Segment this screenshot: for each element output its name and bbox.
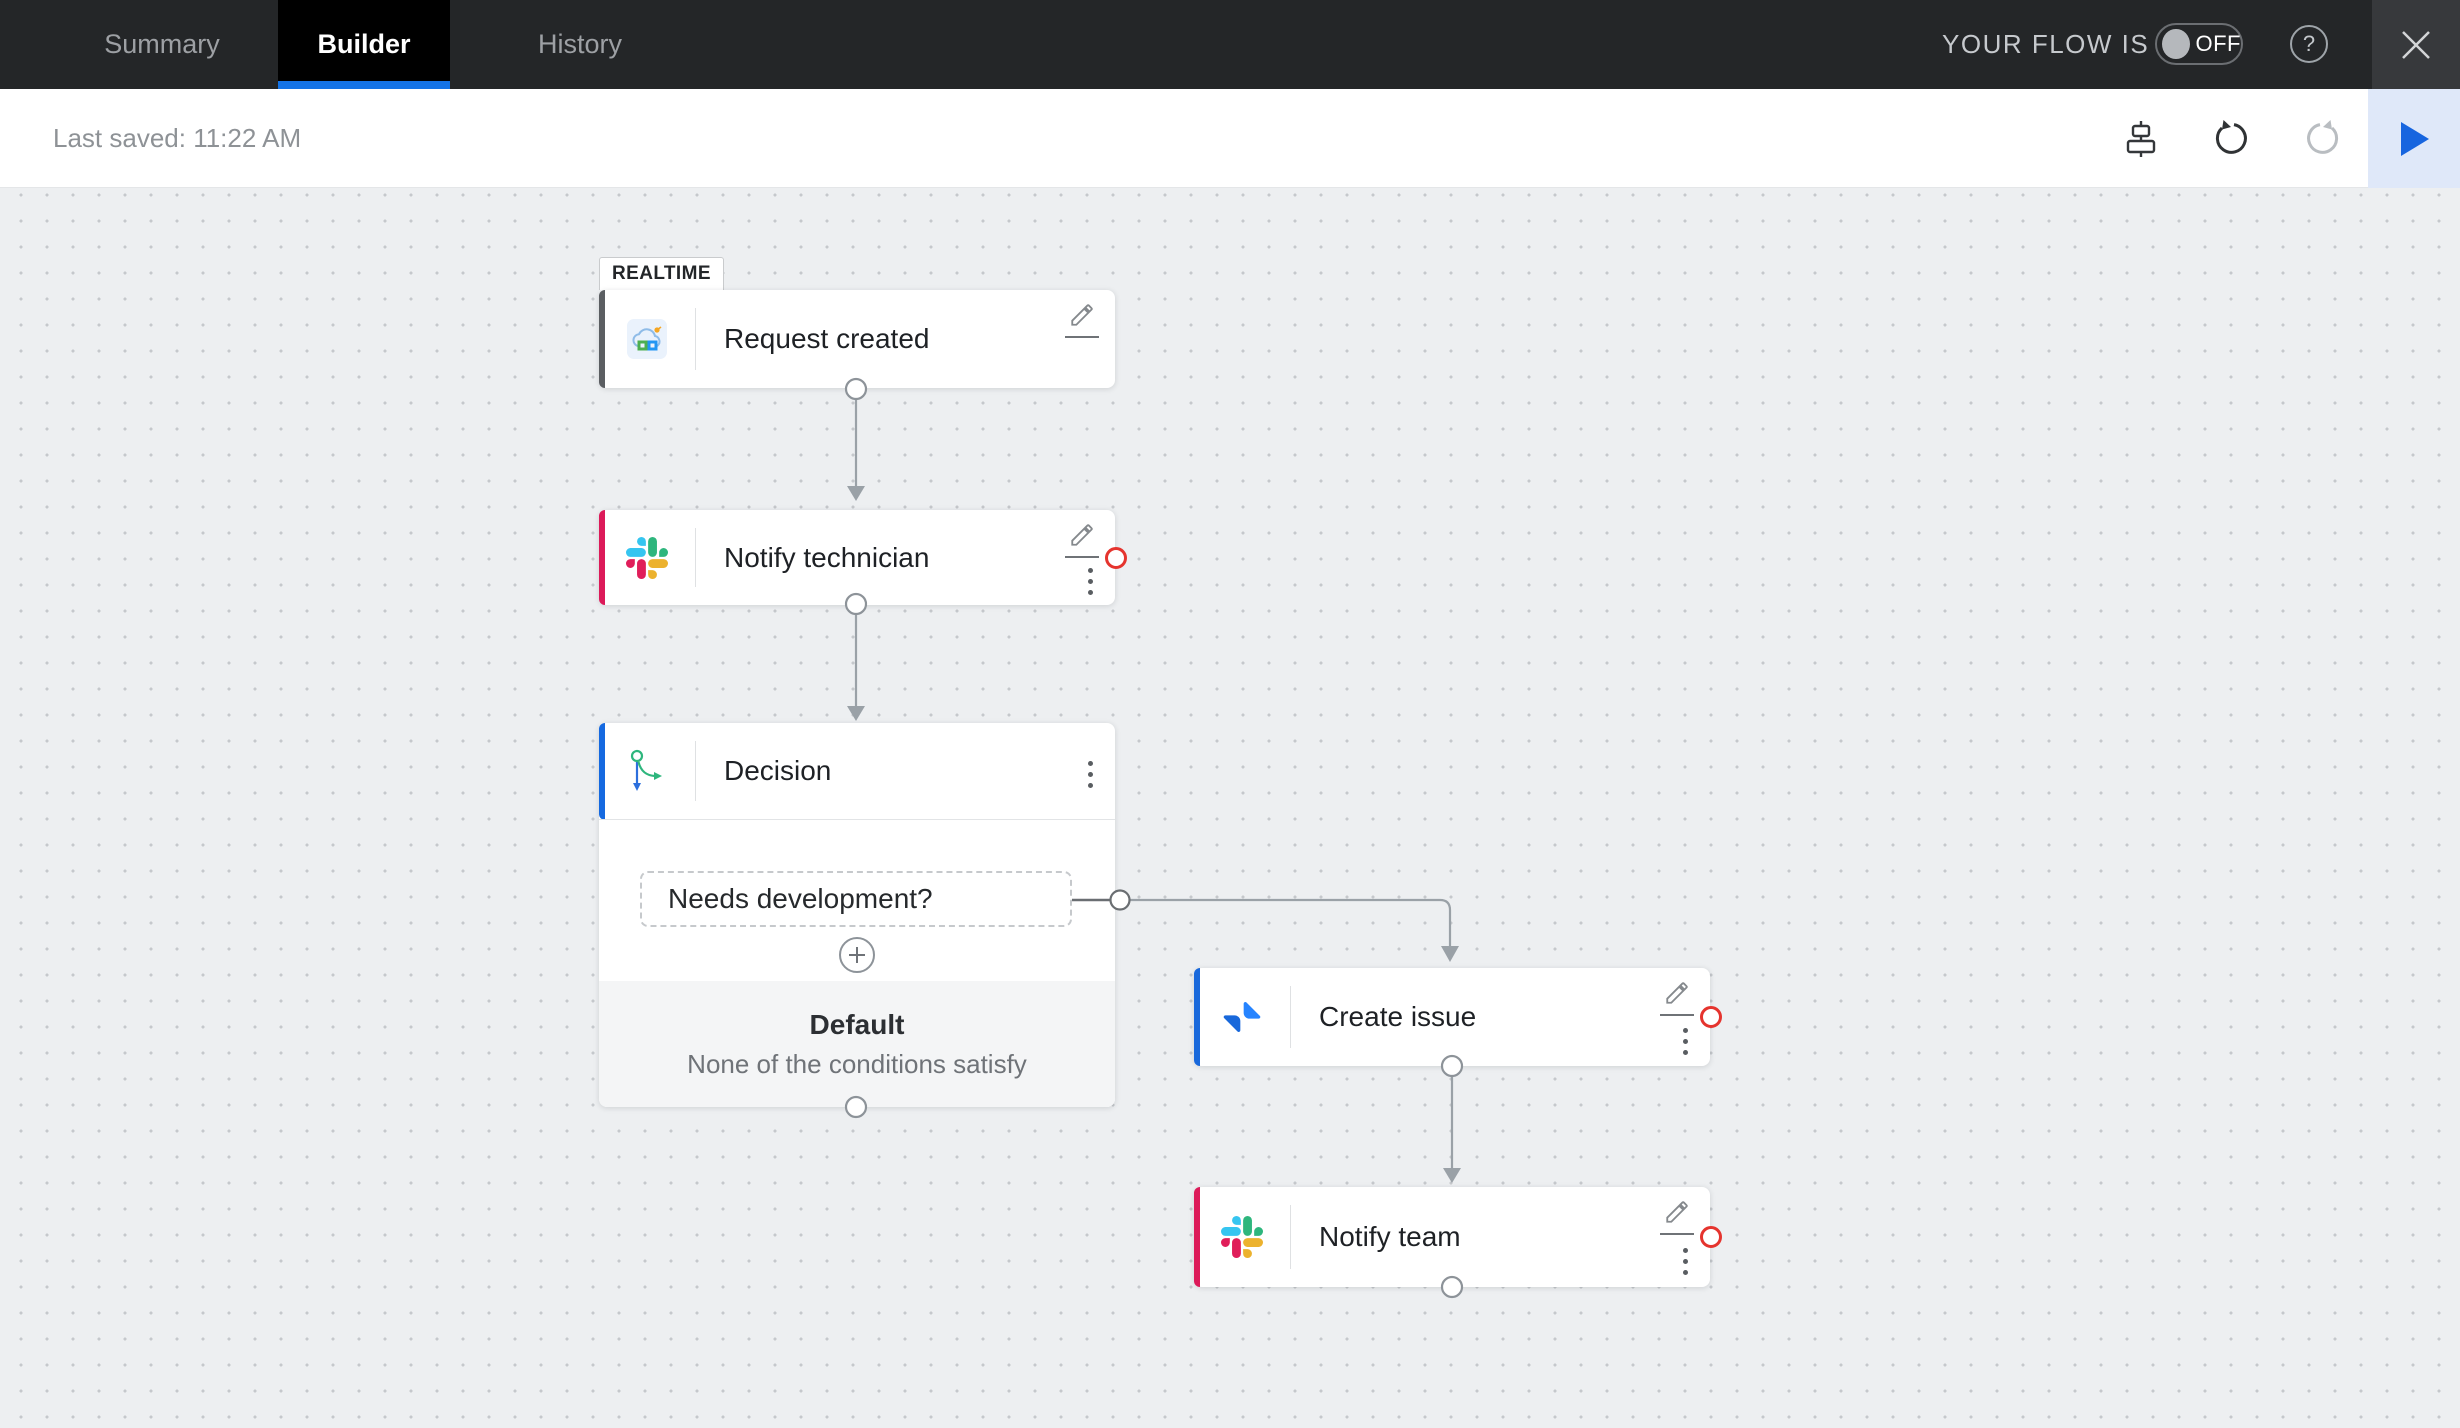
last-saved-label: Last saved: 11:22 AM xyxy=(53,123,302,153)
flow-toggle[interactable]: OFF xyxy=(2155,23,2243,65)
node-menu-button[interactable] xyxy=(1088,761,1093,788)
node-menu-button[interactable] xyxy=(1088,568,1093,595)
error-indicator xyxy=(1105,546,1127,569)
default-branch[interactable]: Default None of the conditions satisfy xyxy=(599,981,1115,1107)
flow-status-label: YOUR FLOW IS xyxy=(1942,29,2150,59)
divider xyxy=(695,308,696,370)
edit-underline xyxy=(1065,556,1099,558)
servicedesk-cloud-icon xyxy=(627,319,667,359)
play-icon xyxy=(2401,121,2429,156)
toggle-state-label: OFF xyxy=(2195,31,2241,56)
arrange-layout-button[interactable] xyxy=(2115,89,2167,188)
slack-accent-bar xyxy=(1194,1187,1200,1287)
node-request-created[interactable]: Request created xyxy=(599,290,1115,388)
edit-underline xyxy=(1660,1233,1694,1235)
app-header: Summary Builder History YOUR FLOW IS OFF… xyxy=(0,0,2460,89)
edit-underline xyxy=(1660,1014,1694,1016)
edit-action-button[interactable] xyxy=(1660,980,1694,1016)
tab-builder[interactable]: Builder xyxy=(278,0,450,89)
node-notify-team[interactable]: Notify team xyxy=(1194,1187,1722,1287)
question-icon: ? xyxy=(2302,31,2316,56)
slack-icon xyxy=(1221,1216,1263,1258)
toggle-knob-icon xyxy=(2162,29,2190,59)
error-indicator xyxy=(1700,1006,1722,1028)
decision-icon xyxy=(630,749,662,791)
trigger-accent-bar xyxy=(599,290,605,388)
undo-icon xyxy=(2215,119,2247,154)
slack-accent-bar xyxy=(599,510,605,605)
run-flow-button[interactable] xyxy=(2368,89,2460,188)
divider xyxy=(695,528,696,587)
node-create-issue[interactable]: Create issue xyxy=(1194,968,1722,1066)
flow-canvas[interactable] xyxy=(0,188,2460,1428)
divider xyxy=(695,741,696,801)
error-indicator xyxy=(1700,1226,1722,1248)
slack-icon xyxy=(626,536,668,579)
trigger-type-badge: REALTIME xyxy=(599,257,724,290)
decision-accent-bar xyxy=(599,723,605,820)
node-title: Request created xyxy=(724,323,930,354)
node-decision[interactable]: Decision Needs development? Default None… xyxy=(599,723,1115,1107)
close-button[interactable] xyxy=(2372,0,2460,89)
edit-action-button[interactable] xyxy=(1660,1199,1694,1235)
pencil-icon xyxy=(1666,1201,1688,1223)
plus-icon xyxy=(849,947,865,963)
pencil-icon xyxy=(1071,524,1093,546)
divider xyxy=(1290,1205,1291,1269)
default-branch-subtitle: None of the conditions satisfy xyxy=(687,1048,1027,1079)
close-icon xyxy=(2402,30,2430,59)
pencil-icon xyxy=(1071,304,1093,326)
undo-button[interactable] xyxy=(2205,89,2257,188)
edit-underline xyxy=(1065,336,1099,338)
edit-trigger-button[interactable] xyxy=(1065,302,1099,338)
redo-icon xyxy=(2307,119,2339,154)
redo-button[interactable] xyxy=(2297,89,2349,188)
jira-icon xyxy=(1223,1002,1261,1032)
tab-history[interactable]: History xyxy=(537,29,622,59)
builder-toolbar: Last saved: 11:22 AM xyxy=(0,89,2460,188)
node-title: Notify technician xyxy=(724,541,930,573)
jira-accent-bar xyxy=(1194,968,1200,1066)
arrange-icon xyxy=(2126,120,2156,157)
help-button[interactable]: ? xyxy=(2290,25,2328,63)
edit-action-button[interactable] xyxy=(1065,522,1099,558)
node-menu-button[interactable] xyxy=(1683,1028,1688,1055)
pencil-icon xyxy=(1666,982,1688,1004)
condition-branch[interactable]: Needs development? xyxy=(640,871,1072,927)
add-condition-button[interactable] xyxy=(839,937,875,973)
node-notify-technician[interactable]: Notify technician xyxy=(599,510,1127,605)
node-title: Notify team xyxy=(1319,1221,1461,1252)
divider xyxy=(1290,986,1291,1048)
default-branch-title: Default xyxy=(809,1008,905,1040)
node-title: Create issue xyxy=(1319,1001,1477,1032)
node-menu-button[interactable] xyxy=(1683,1248,1688,1275)
node-title: Decision xyxy=(724,755,832,786)
tab-summary[interactable]: Summary xyxy=(104,29,220,59)
